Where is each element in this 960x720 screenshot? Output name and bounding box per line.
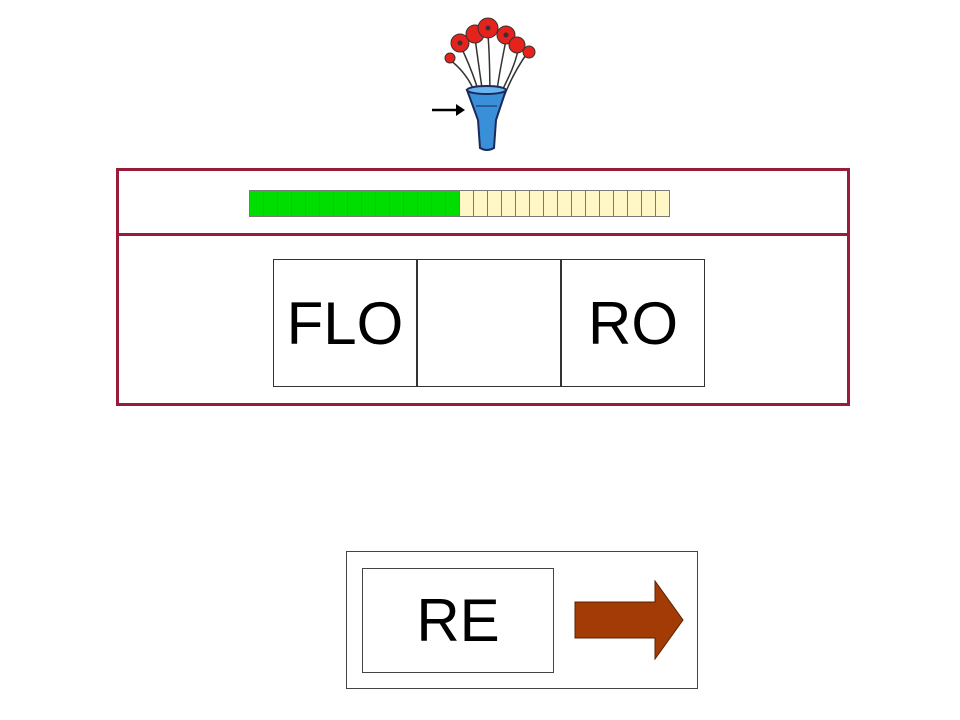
progress-segment-remaining	[642, 190, 656, 217]
answer-option-label: RE	[416, 587, 500, 654]
progress-segment-remaining	[502, 190, 516, 217]
progress-segment-complete	[446, 190, 460, 217]
syllable-slot-blank[interactable]	[417, 259, 561, 387]
progress-segment-complete	[376, 190, 390, 217]
progress-segment-remaining	[460, 190, 474, 217]
progress-segment-complete	[250, 190, 264, 217]
answer-panel: RE	[346, 551, 698, 689]
syllable-text-3: RO	[588, 289, 678, 357]
progress-segment-complete	[334, 190, 348, 217]
progress-segment-remaining	[516, 190, 530, 217]
flower-heads	[444, 17, 536, 64]
progress-segment-remaining	[656, 190, 670, 217]
progress-segment-complete	[320, 190, 334, 217]
progress-segment-remaining	[572, 190, 586, 217]
progress-segment-complete	[348, 190, 362, 217]
syllable-slot-3: RO	[561, 259, 705, 387]
pointer-arrow-icon	[432, 104, 465, 116]
progress-bar	[249, 190, 670, 217]
progress-segment-remaining	[544, 190, 558, 217]
progress-segment-remaining	[558, 190, 572, 217]
progress-segment-complete	[432, 190, 446, 217]
next-arrow-button[interactable]	[573, 580, 685, 660]
word-panel: FLO RO	[116, 168, 850, 406]
flower-vase-illustration	[432, 17, 536, 151]
answer-option-button[interactable]: RE	[362, 568, 554, 673]
progress-segment-remaining	[628, 190, 642, 217]
progress-segment-remaining	[488, 190, 502, 217]
progress-segment-complete	[264, 190, 278, 217]
panel-divider	[119, 233, 847, 236]
progress-segment-complete	[390, 190, 404, 217]
progress-segment-complete	[404, 190, 418, 217]
progress-segment-complete	[362, 190, 376, 217]
arrow-right-icon	[574, 580, 684, 660]
vase	[465, 85, 508, 151]
progress-segment-remaining	[614, 190, 628, 217]
progress-segment-complete	[278, 190, 292, 217]
syllable-slot-1: FLO	[273, 259, 417, 387]
progress-segment-remaining	[530, 190, 544, 217]
progress-segment-complete	[292, 190, 306, 217]
syllable-text-1: FLO	[286, 289, 404, 357]
progress-segment-remaining	[474, 190, 488, 217]
progress-segment-remaining	[600, 190, 614, 217]
progress-segment-remaining	[586, 190, 600, 217]
progress-segment-complete	[418, 190, 432, 217]
progress-segment-complete	[306, 190, 320, 217]
